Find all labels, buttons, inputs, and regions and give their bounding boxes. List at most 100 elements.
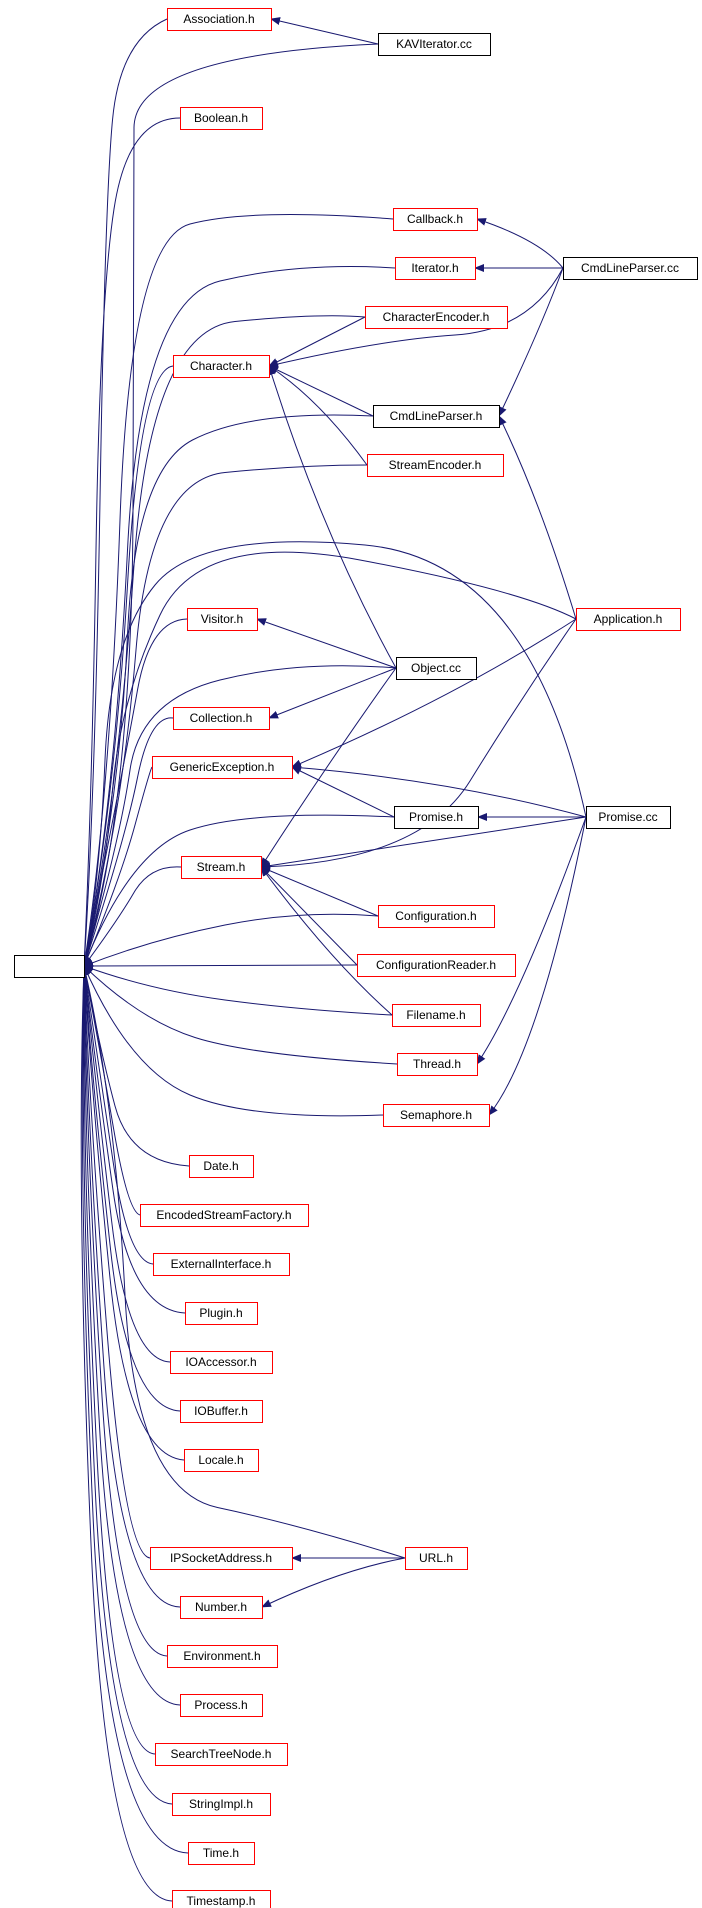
edge-application_h-to-stream_h [260, 618, 577, 871]
node-association-h[interactable]: Association.h [167, 8, 272, 31]
edge-promise_cc-to-object_h [81, 541, 587, 967]
node-box [172, 1890, 271, 1908]
node-stringimpl-h[interactable]: StringImpl.h [172, 1793, 271, 1816]
node-collection-h[interactable]: Collection.h [173, 707, 270, 730]
node-time-h[interactable]: Time.h [188, 1842, 255, 1865]
node-promise-h[interactable]: Promise.h [394, 806, 479, 829]
node-ipsocketaddress-h[interactable]: IPSocketAddress.h [150, 1547, 293, 1570]
node-box [140, 1204, 309, 1227]
edge-filename_h-to-stream_h [260, 866, 393, 1016]
edge-ioaccessor_h-to-object_h [80, 965, 171, 1363]
node-plugin-h[interactable]: Plugin.h [185, 1302, 258, 1325]
edge-externalinterface_h-to-object_h [81, 965, 154, 1265]
node-boolean-h[interactable]: Boolean.h [180, 107, 263, 130]
node-process-h[interactable]: Process.h [180, 1694, 263, 1717]
node-streamencoder-h[interactable]: StreamEncoder.h [367, 454, 504, 477]
node-box [397, 1053, 478, 1076]
node-externalinterface-h[interactable]: ExternalInterface.h [153, 1253, 290, 1276]
node-label: Collection.h [190, 711, 253, 725]
node-box [392, 1004, 481, 1027]
node-label: Iterator.h [411, 261, 458, 275]
node-semaphore-h[interactable]: Semaphore.h [383, 1104, 490, 1127]
node-timestamp-h[interactable]: Timestamp.h [172, 1890, 271, 1908]
node-cmdlineparser-cc[interactable]: CmdLineParser.cc [563, 257, 698, 280]
edge-date_h-to-object_h [81, 965, 190, 1167]
node-application-h[interactable]: Application.h [576, 608, 681, 631]
node-locale-h[interactable]: Locale.h [184, 1449, 259, 1472]
node-box [152, 756, 293, 779]
node-label: StringImpl.h [189, 1797, 253, 1811]
node-thread-h[interactable]: Thread.h [397, 1053, 478, 1076]
edge-promise_h-to-object_h [83, 814, 395, 967]
node-configuration-h[interactable]: Configuration.h [378, 905, 495, 928]
edge-genericexception_h-to-object_h [83, 766, 153, 967]
node-number-h[interactable]: Number.h [180, 1596, 263, 1619]
node-box [185, 1302, 258, 1325]
node-object-h: Object.h [14, 955, 85, 978]
node-object-cc[interactable]: Object.cc [396, 657, 477, 680]
node-label: Promise.h [409, 810, 463, 824]
node-box [155, 1743, 288, 1766]
edge-object_cc-to-object_h [82, 665, 397, 967]
node-label: IOBuffer.h [194, 1404, 248, 1418]
node-label: Environment.h [183, 1649, 260, 1663]
node-label: Object.h [27, 959, 72, 973]
node-box [373, 405, 500, 428]
node-label: IOAccessor.h [185, 1355, 256, 1369]
node-box [367, 454, 504, 477]
node-label: Plugin.h [199, 1306, 242, 1320]
node-box [184, 1449, 259, 1472]
node-label: SearchTreeNode.h [171, 1747, 272, 1761]
node-label: Promise.cc [598, 810, 657, 824]
edge-promise_cc-to-semaphore_h [488, 816, 587, 1116]
node-label: CharacterEncoder.h [383, 310, 490, 324]
node-promise-cc[interactable]: Promise.cc [586, 806, 671, 829]
node-box [188, 1842, 255, 1865]
node-label: Semaphore.h [400, 1108, 472, 1122]
node-iterator-h[interactable]: Iterator.h [395, 257, 476, 280]
node-box [405, 1547, 468, 1570]
node-label: Configuration.h [395, 909, 476, 923]
edge-time_h-to-object_h [79, 965, 189, 1854]
node-character-h[interactable]: Character.h [173, 355, 270, 378]
node-ioaccessor-h[interactable]: IOAccessor.h [170, 1351, 273, 1374]
node-box [187, 608, 258, 631]
node-label: ConfigurationReader.h [376, 958, 496, 972]
node-callback-h[interactable]: Callback.h [393, 208, 478, 231]
node-searchtreenode-h[interactable]: SearchTreeNode.h [155, 1743, 288, 1766]
node-box [14, 955, 85, 978]
edge-ipsocketaddress_h-to-object_h [80, 965, 151, 1559]
node-label: GenericException.h [170, 760, 275, 774]
node-url-h[interactable]: URL.h [405, 1547, 468, 1570]
node-label: Visitor.h [201, 612, 243, 626]
node-configurationreader-h[interactable]: ConfigurationReader.h [357, 954, 516, 977]
node-box [357, 954, 516, 977]
edge-configuration_h-to-stream_h [260, 866, 379, 917]
node-environment-h[interactable]: Environment.h [167, 1645, 278, 1668]
node-filename-h[interactable]: Filename.h [392, 1004, 481, 1027]
node-encodedstreamfactory-h[interactable]: EncodedStreamFactory.h [140, 1204, 309, 1227]
node-genericexception-h[interactable]: GenericException.h [152, 756, 293, 779]
node-box [173, 355, 270, 378]
edge-characterencoder_h-to-character_h [268, 316, 366, 367]
edge-kaviterator_cc-to-association_h [270, 17, 379, 45]
node-box [378, 905, 495, 928]
node-iobuffer-h[interactable]: IOBuffer.h [180, 1400, 263, 1423]
node-kaviterator-cc[interactable]: KAVIterator.cc [378, 33, 491, 56]
node-date-h[interactable]: Date.h [189, 1155, 254, 1178]
node-box [180, 1694, 263, 1717]
node-box [181, 856, 262, 879]
edge-cmdlineparser_h-to-character_h [268, 365, 374, 417]
node-cmdlineparser-h[interactable]: CmdLineParser.h [373, 405, 500, 428]
node-visitor-h[interactable]: Visitor.h [187, 608, 258, 631]
node-characterencoder-h[interactable]: CharacterEncoder.h [365, 306, 508, 329]
node-stream-h[interactable]: Stream.h [181, 856, 262, 879]
node-box [180, 1596, 263, 1619]
edge-filename_h-to-object_h [83, 965, 393, 1016]
edge-collection_h-to-object_h [82, 717, 174, 967]
node-label: Thread.h [413, 1057, 461, 1071]
edge-configuration_h-to-object_h [83, 913, 379, 967]
node-box [180, 1400, 263, 1423]
node-label: Association.h [183, 12, 254, 26]
